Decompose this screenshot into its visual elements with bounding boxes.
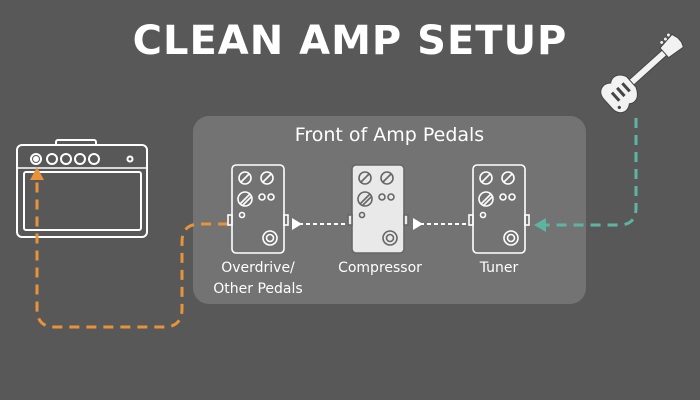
pedal-icon [347, 164, 409, 254]
pedal-label-overdrive-line2: Other Pedals [213, 281, 303, 297]
guitar-icon [600, 32, 684, 114]
pedal-label-overdrive-line1: Overdrive/ [221, 260, 295, 276]
pedal-label-overdrive: Overdrive/ Other Pedals [198, 258, 318, 300]
panel-title: Front of Amp Pedals [294, 124, 485, 146]
pedal-label-compressor: Compressor [338, 260, 422, 276]
pedal-icon [227, 164, 289, 254]
guitar-cable [534, 118, 638, 232]
pedal-label-tuner: Tuner [479, 260, 519, 276]
amp-cable [30, 167, 228, 329]
diagram-title: CLEAN AMP SETUP [132, 18, 568, 64]
pedal-icon [468, 164, 530, 254]
amplifier-icon [16, 139, 148, 238]
